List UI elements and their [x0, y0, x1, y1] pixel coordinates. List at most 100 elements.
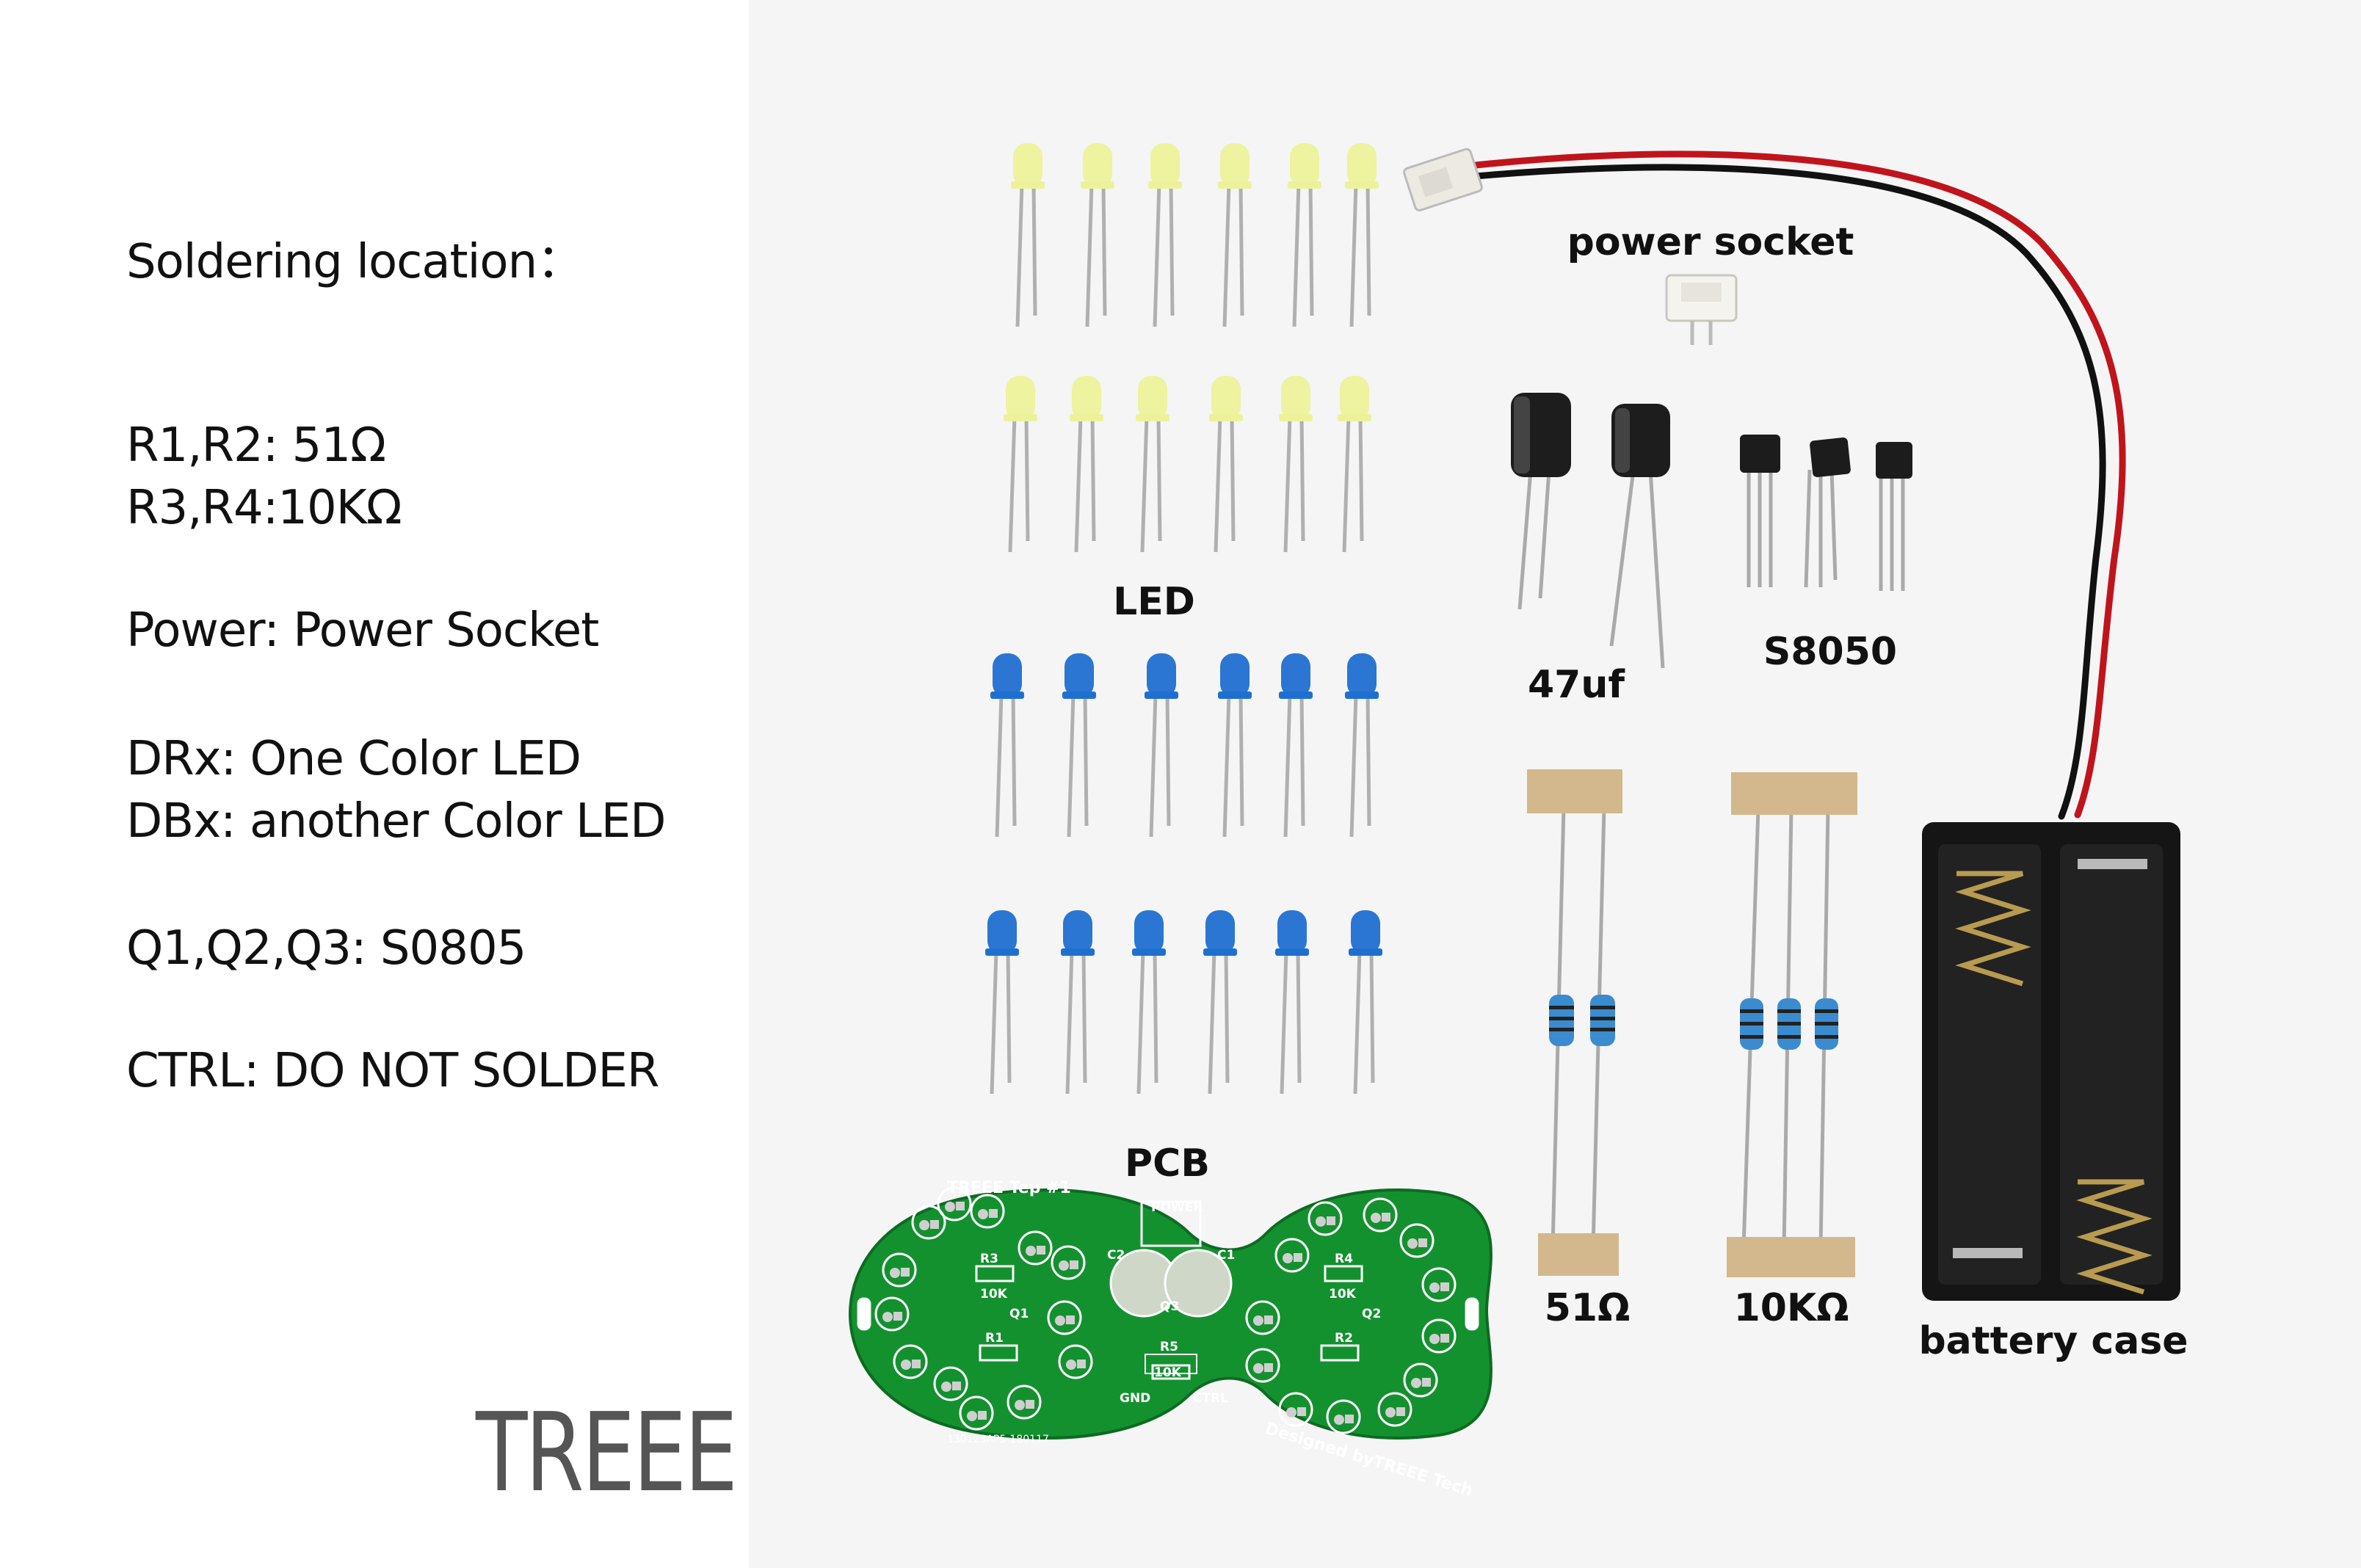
blue-led [1218, 653, 1252, 838]
c1-footprint [1164, 1249, 1233, 1318]
label-resistor-51: 51Ω [1544, 1286, 1631, 1330]
battery-case [1922, 822, 2180, 1301]
resistors-51 [1527, 769, 1622, 1276]
label-led: LED [1113, 580, 1195, 624]
led-footprint [1007, 1384, 1042, 1420]
blue-led [1345, 653, 1379, 838]
led-footprint [970, 1194, 1005, 1229]
label-resistor-10k: 10KΩ [1733, 1286, 1849, 1330]
transistors [1740, 435, 1912, 591]
pcb-r4: R4 [1335, 1252, 1353, 1266]
blue-led [1203, 910, 1237, 1095]
label-transistor: S8050 [1763, 630, 1898, 674]
blue-led [1275, 910, 1309, 1095]
yellow-led [1136, 376, 1169, 553]
yellow-led [1148, 143, 1182, 327]
led-footprint [1245, 1300, 1280, 1335]
capacitors [1511, 393, 1670, 669]
transistor-3 [1876, 442, 1912, 591]
pcb-r4-value: 10K [1329, 1287, 1357, 1302]
blue-led [985, 910, 1019, 1095]
led-footprint [933, 1366, 968, 1401]
led-group [985, 143, 1382, 1095]
label-pcb: PCB [1125, 1141, 1210, 1186]
pcb-gnd: GND [1120, 1391, 1150, 1406]
label-battery-case: battery case [1918, 1319, 2188, 1363]
transistor-1 [1740, 435, 1780, 587]
yellow-led [1209, 376, 1243, 553]
pcb-r5-value: 10K [1154, 1365, 1182, 1380]
battery-wires [1472, 150, 2126, 820]
resistors-10k [1727, 772, 1857, 1277]
note-power: Power: Power Socket [126, 603, 599, 658]
blue-led [1279, 653, 1313, 838]
pcb-r3-value: 10K [980, 1287, 1008, 1302]
pcb-q2: Q2 [1362, 1307, 1381, 1321]
yellow-led [1279, 376, 1313, 553]
yellow-led [1011, 143, 1045, 327]
instructions-heading: Soldering location： [126, 235, 584, 289]
led-footprint [1377, 1392, 1412, 1427]
blue-led [1061, 910, 1095, 1095]
blue-led [1062, 653, 1096, 838]
pcb-q1: Q1 [1009, 1307, 1029, 1321]
blue-led [990, 653, 1024, 838]
pcb-r3: R3 [980, 1252, 998, 1266]
led-footprint [1326, 1399, 1361, 1434]
pcb-r2: R2 [1335, 1331, 1353, 1346]
led-footprint [1421, 1267, 1457, 1302]
led-footprint [1399, 1223, 1435, 1258]
led-footprint [1363, 1197, 1398, 1233]
led-footprint [882, 1252, 917, 1288]
yellow-led [1288, 143, 1321, 327]
note-transistors: Q1,Q2,Q3: S0805 [126, 921, 526, 976]
tape-bottom [1727, 1237, 1855, 1277]
pcb-r5: R5 [1160, 1340, 1178, 1354]
brand-logo: TREEE [476, 1390, 738, 1516]
pcb-board: TREEE Tep #1 Designed byTREEE Tech 13012… [848, 1179, 1493, 1500]
label-capacitor: 47uf [1527, 663, 1625, 707]
pcb-c1: C1 [1217, 1248, 1235, 1263]
led-footprint [1047, 1300, 1082, 1335]
yellow-led [1345, 143, 1379, 327]
led-footprint [1421, 1318, 1457, 1354]
led-footprint [911, 1205, 946, 1240]
note-ctrl: CTRL: DO NOT SOLDER [126, 1044, 659, 1098]
blue-led [1349, 910, 1382, 1095]
power-socket-part [1665, 274, 1738, 345]
note-drx: DRx: One Color LED [126, 732, 581, 786]
pcb-title: TREEE Tep #1 [947, 1179, 1071, 1197]
tape-top [1731, 772, 1857, 815]
led-footprint [1051, 1245, 1086, 1280]
led-footprint [874, 1296, 910, 1332]
yellow-led [1070, 376, 1103, 553]
pcb-r1: R1 [985, 1331, 1004, 1346]
pcb-code: 130123AP5-180117 [947, 1434, 1049, 1445]
tape-top [1527, 769, 1622, 813]
yellow-led [1218, 143, 1252, 327]
yellow-led [1338, 376, 1371, 553]
led-footprint [959, 1395, 994, 1431]
instructions-panel: Soldering location： R1,R2: 51Ω R3,R4:10K… [0, 0, 749, 1568]
led-footprint [1274, 1238, 1310, 1273]
pcb-ctrl: CTRL [1193, 1391, 1228, 1406]
yellow-led [1004, 376, 1037, 553]
led-footprint [1058, 1344, 1093, 1379]
label-power-socket: power socket [1567, 220, 1854, 264]
led-footprint [937, 1186, 972, 1222]
note-r1-r2: R1,R2: 51Ω [126, 418, 386, 473]
blue-led [1132, 910, 1166, 1095]
note-r3-r4: R3,R4:10KΩ [126, 481, 402, 535]
led-footprint [1018, 1230, 1053, 1266]
tape-bottom [1538, 1233, 1619, 1276]
pcb-power: POWER [1151, 1200, 1203, 1215]
led-footprint [1278, 1392, 1313, 1427]
led-footprint [1308, 1201, 1343, 1236]
transistor-2 [1804, 438, 1851, 588]
led-footprint [1245, 1348, 1280, 1383]
pcb-q3: Q3 [1160, 1299, 1179, 1314]
blue-led [1145, 653, 1178, 838]
pcb-c2: C2 [1107, 1248, 1125, 1263]
yellow-led [1081, 143, 1114, 327]
